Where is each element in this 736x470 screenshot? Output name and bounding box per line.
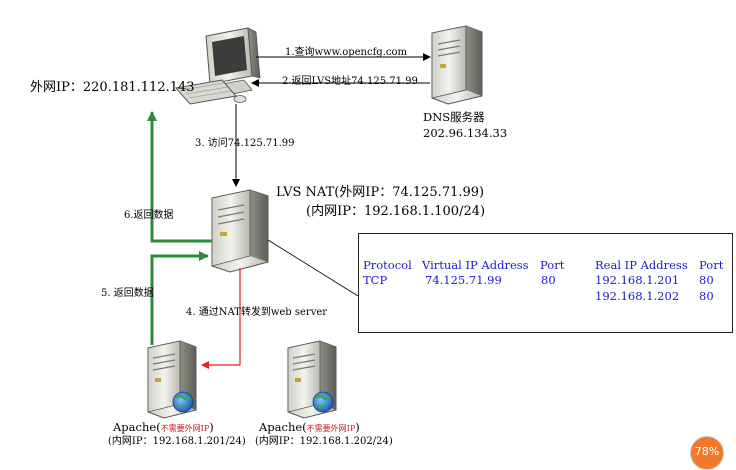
lvs-server-icon: [211, 189, 269, 273]
table-cell-port: 80: [541, 273, 556, 287]
apache1-server-icon: [147, 340, 197, 419]
apache1-ip-label: (内网IP：192.168.1.201/24): [108, 436, 246, 447]
dns-ip-label: 202.96.134.33: [423, 126, 508, 140]
table-cell-real-ip: 192.168.1.202: [595, 289, 680, 303]
step5-label: 5. 返回数据: [101, 288, 154, 299]
dns-name-label: DNS服务器: [423, 110, 485, 124]
lvs-rule-table: Protocol Virtual IP Address Port Real IP…: [358, 233, 733, 333]
diagram-canvas: [147, 25, 483, 419]
connector-line: [267, 239, 359, 297]
arrow-nat-forward: [201, 268, 241, 369]
table-cell-real-port: 80: [699, 273, 714, 287]
apache2-close: ): [355, 420, 360, 434]
progress-badge[interactable]: 78%: [690, 436, 724, 470]
apache2-name: Apache(: [259, 420, 307, 434]
apache1-name: Apache(: [113, 420, 161, 434]
step4-label: 4. 通过NAT转发到web server: [186, 307, 328, 318]
table-cell-real-ip: 192.168.1.201: [595, 273, 680, 287]
apache1-label: Apache(不需要外网IP): [113, 420, 214, 434]
step6-label: 6.返回数据: [124, 210, 174, 221]
apache1-close: ): [209, 420, 214, 434]
dns-server-icon: [431, 25, 483, 105]
step1-label: 1.查询www.opencfg.com: [285, 47, 407, 58]
arrow-return-data-to-lvs: [150, 251, 209, 345]
table-header-real-ip: Real IP Address: [595, 258, 688, 272]
lvs-internal-ip-label: (内网IP：192.168.1.100/24): [306, 204, 486, 219]
step2-label: 2.返回LVS地址74.125.71.99: [282, 76, 418, 87]
table-header-real-port: Port: [699, 258, 724, 272]
apache2-ip-label: (内网IP：192.168.1.202/24): [255, 436, 393, 447]
apache2-server-icon: [287, 340, 337, 419]
table-cell-real-port: 80: [699, 289, 714, 303]
apache2-note: 不需要外网IP: [306, 424, 356, 433]
table-cell-protocol: TCP: [363, 273, 388, 287]
client-ip-label: 外网IP：220.181.112.143: [30, 80, 195, 95]
apache2-label: Apache(不需要外网IP): [259, 420, 360, 434]
step3-label: 3. 访问74.125.71.99: [195, 138, 295, 149]
workstation-icon: [175, 27, 261, 105]
table-header-protocol: Protocol: [363, 258, 412, 272]
arrow-return-data-to-client: [147, 111, 212, 243]
table-header-port: Port: [540, 258, 565, 272]
table-header-virtual-ip: Virtual IP Address: [422, 258, 529, 272]
lvs-title-label: LVS NAT(外网IP：74.125.71.99): [276, 185, 485, 200]
table-cell-virtual-ip: 74.125.71.99: [425, 273, 502, 287]
apache1-note: 不需要外网IP: [160, 424, 210, 433]
